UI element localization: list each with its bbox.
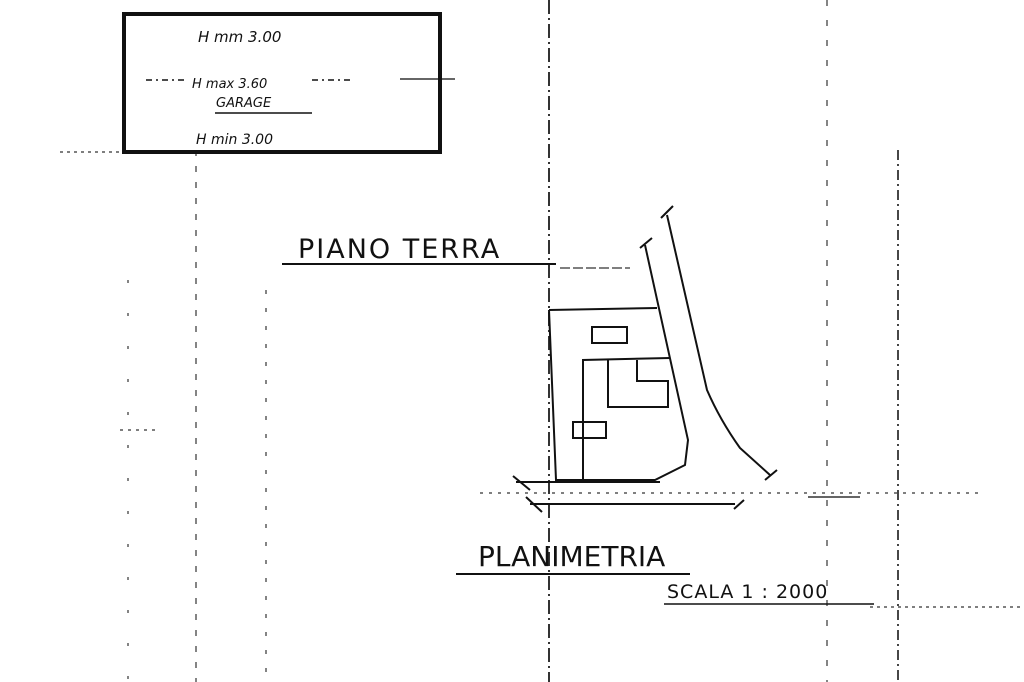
- construction-lines: [60, 0, 1024, 682]
- height-max-label: H max 3.60: [192, 77, 267, 92]
- plan-title: PLANIMETRIA: [478, 540, 665, 573]
- height-min-label: H min 3.00: [196, 132, 273, 148]
- garage-title: GARAGE: [216, 96, 272, 111]
- floor-title: PIANO TERRA: [298, 234, 501, 265]
- height-top-label: H mm 3.00: [198, 28, 281, 46]
- site-plan: [512, 205, 778, 513]
- garage-section-box: [122, 12, 442, 154]
- scale-label: SCALA 1 : 2000: [667, 581, 828, 603]
